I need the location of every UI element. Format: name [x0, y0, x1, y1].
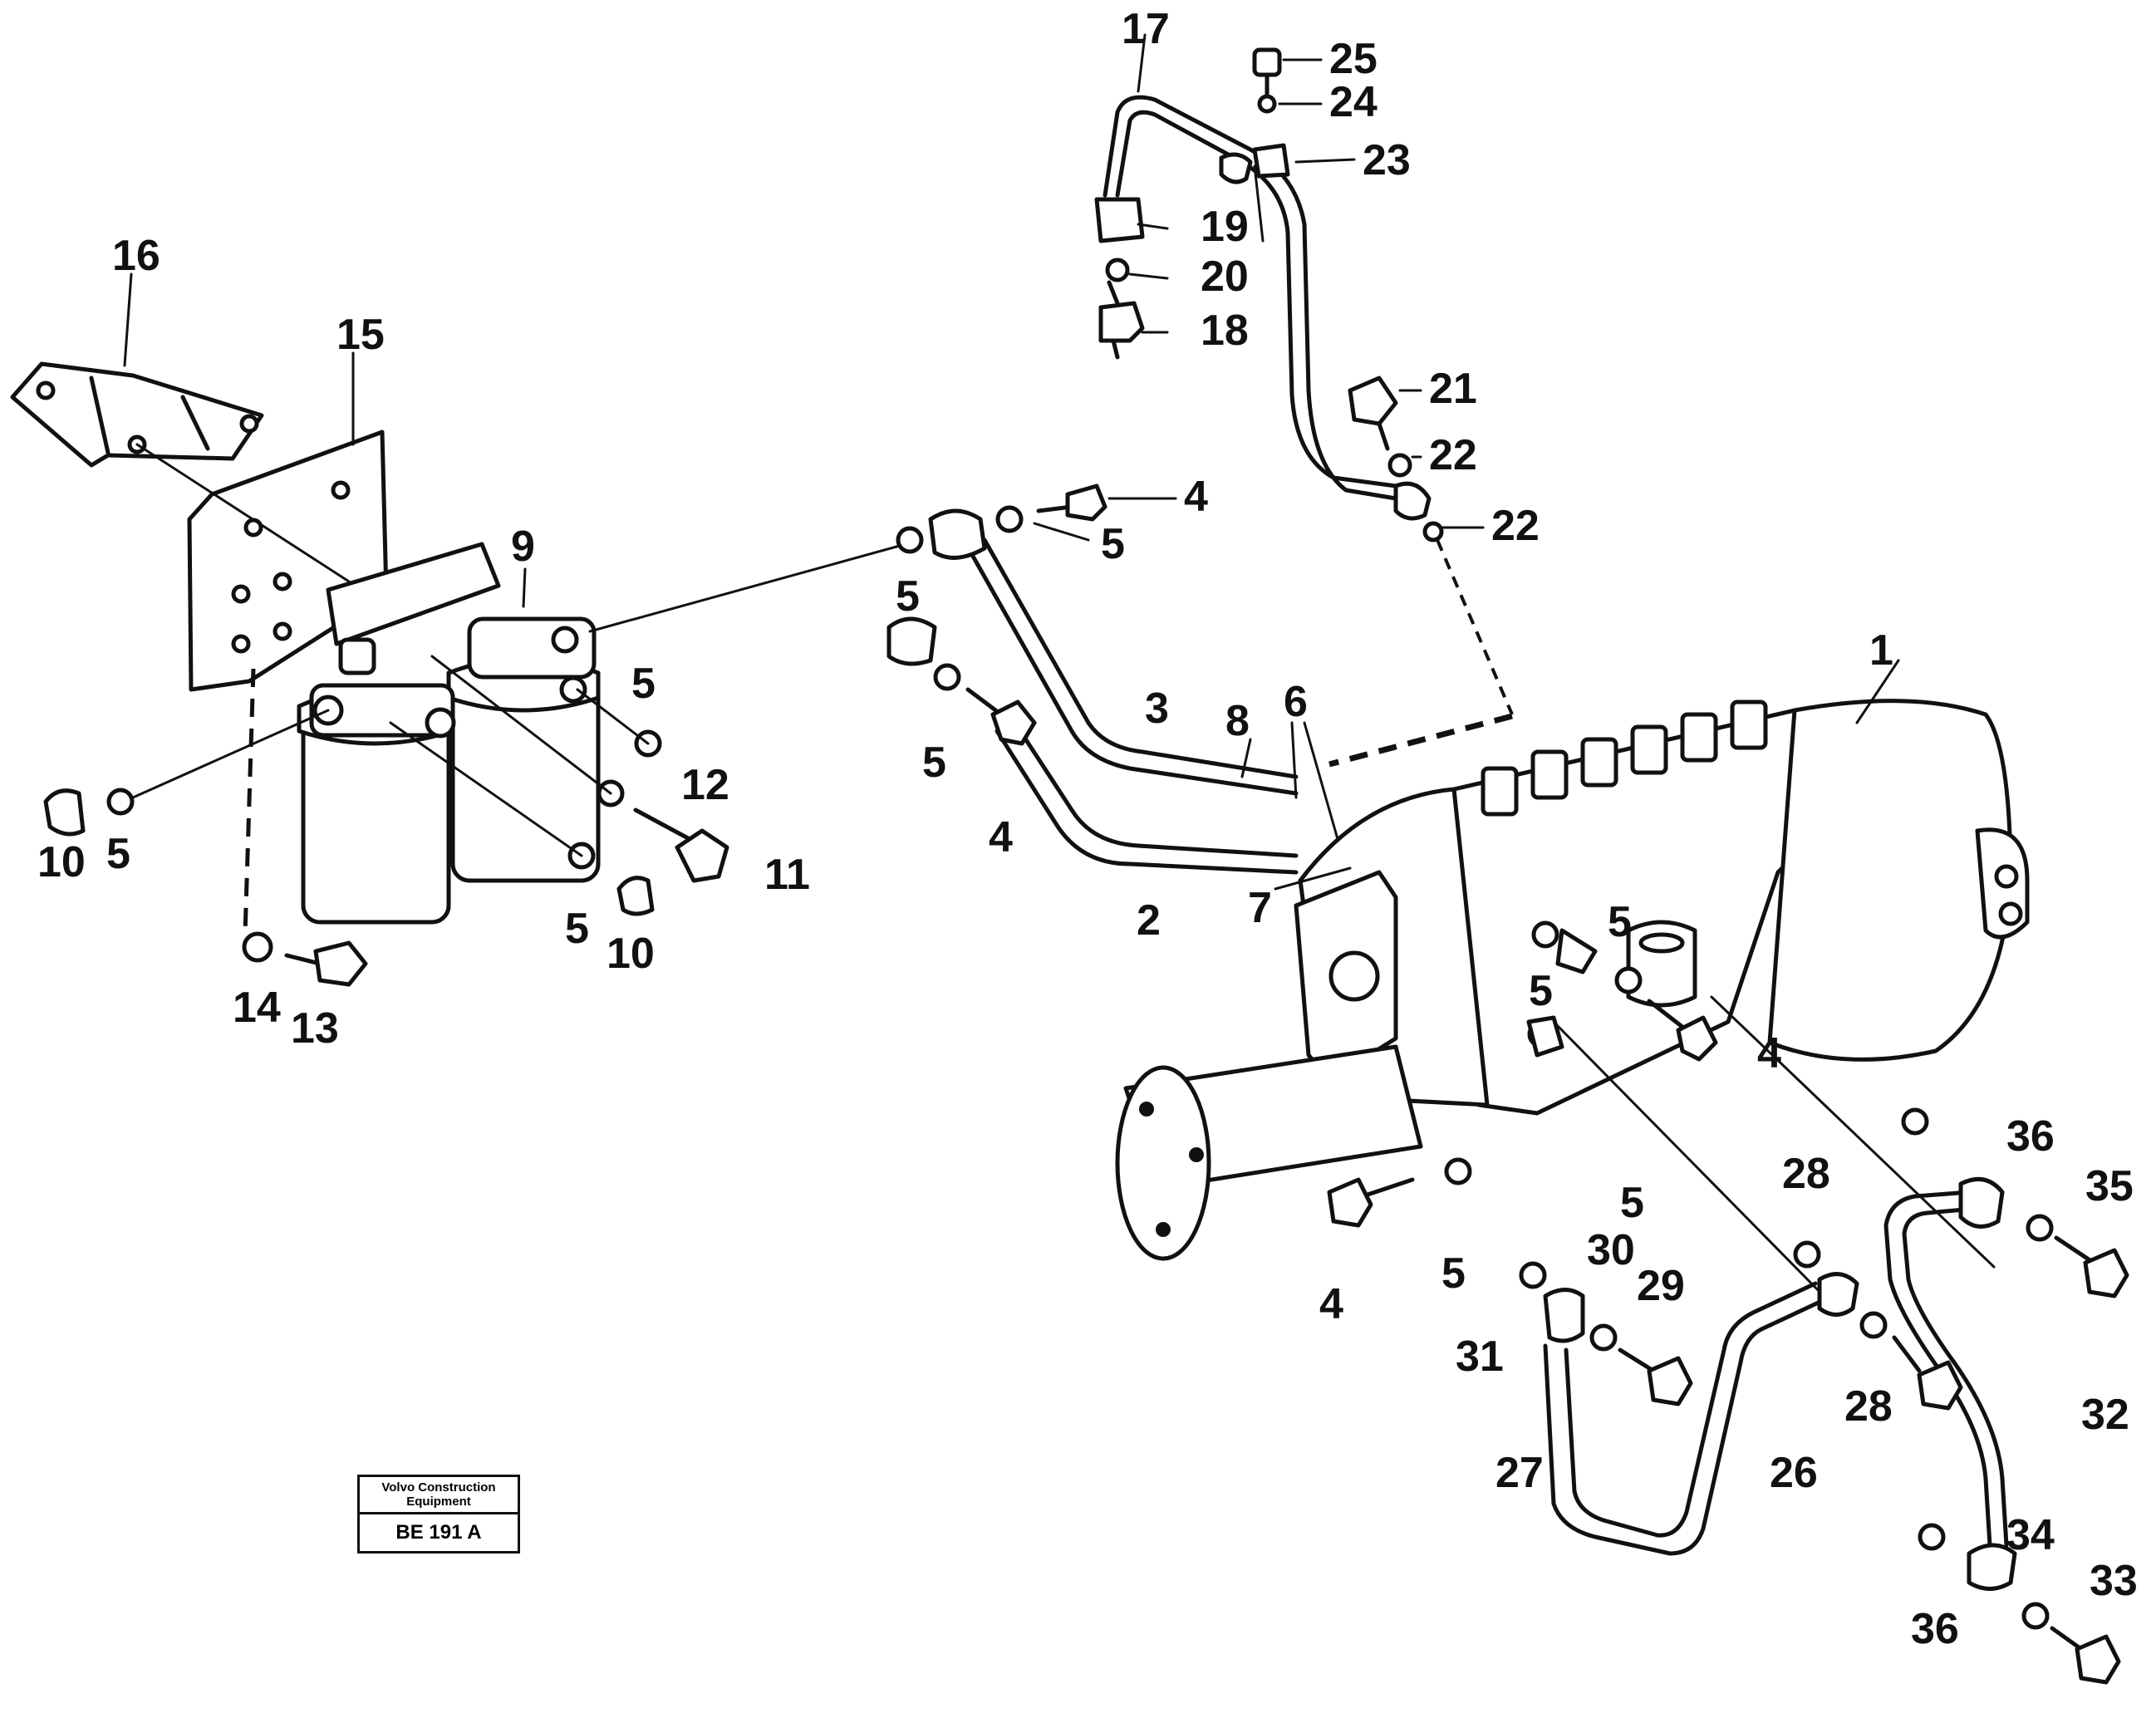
callout-3: 3: [1145, 685, 1169, 733]
callout-4: 4: [1757, 1029, 1781, 1077]
washer-5-filter: [576, 688, 662, 758]
stamp-company: Volvo Construction Equipment: [360, 1477, 518, 1514]
callout-29: 29: [1637, 1262, 1685, 1310]
callout-22: 22: [1429, 431, 1477, 479]
callout-21: 21: [1429, 365, 1477, 413]
callout-11: 11: [764, 851, 810, 899]
callout-28: 28: [1844, 1382, 1893, 1431]
pipe-3-and-2: [886, 483, 1299, 875]
banjo-bolt-21-washers-22: [1328, 376, 1514, 768]
callout-27: 27: [1495, 1449, 1544, 1497]
callout-5: 5: [1620, 1179, 1644, 1227]
callout-30: 30: [1587, 1226, 1635, 1274]
callout-5: 5: [631, 660, 656, 708]
callout-5: 5: [896, 572, 920, 621]
plug-10-left: [43, 709, 330, 837]
callout-4: 4: [1319, 1280, 1343, 1328]
overflow-pipe-17: [1094, 47, 1398, 501]
pipe-26: [1543, 1272, 1859, 1556]
callout-36: 36: [1911, 1605, 1959, 1653]
callout-23: 23: [1363, 136, 1411, 184]
title-stamp: Volvo Construction Equipment BE 191 A: [357, 1475, 520, 1554]
callout-5: 5: [1101, 520, 1125, 568]
callout-1: 1: [1869, 626, 1893, 675]
callout-33: 33: [2090, 1557, 2138, 1605]
callout-24: 24: [1329, 78, 1378, 126]
callout-20: 20: [1201, 253, 1249, 301]
callout-9: 9: [511, 523, 535, 571]
stamp-code: BE 191 A: [395, 1521, 482, 1544]
callout-26: 26: [1770, 1449, 1818, 1497]
callout-31: 31: [1456, 1333, 1504, 1381]
callout-19: 19: [1201, 203, 1249, 251]
injection-pump-1: [1115, 699, 2030, 1261]
leader-lines: [123, 33, 1900, 891]
delivery-valves: [1481, 699, 1768, 817]
callout-7: 7: [1248, 884, 1272, 932]
callout-5: 5: [106, 830, 130, 878]
callout-32: 32: [2081, 1391, 2129, 1439]
callout-18: 18: [1201, 307, 1249, 355]
callout-25: 25: [1329, 35, 1378, 83]
callout-10: 10: [607, 930, 655, 978]
callout-28: 28: [1782, 1150, 1830, 1198]
callout-10: 10: [37, 838, 86, 886]
small-parts-right: [1519, 1214, 2129, 1685]
washers-and-bolts-pump-right: [1526, 920, 1996, 1302]
callout-5: 5: [1441, 1249, 1466, 1298]
callout-5: 5: [922, 739, 946, 787]
pipe-32: [1883, 1176, 2017, 1591]
callout-2: 2: [1137, 896, 1161, 945]
callout-14: 14: [233, 984, 281, 1032]
callout-6: 6: [1284, 678, 1308, 726]
callout-4: 4: [1184, 473, 1208, 521]
callout-12: 12: [681, 761, 729, 809]
callout-labels: 1 2 3 4 4 4 4 5 5 5 5 5 5 5 5 5 5 5 6 7 …: [37, 5, 2138, 1653]
bottom-left-bolt-4: [1327, 1157, 1472, 1228]
callout-16: 16: [112, 232, 160, 280]
callout-17: 17: [1122, 5, 1170, 53]
callout-5: 5: [565, 905, 589, 953]
callout-8: 8: [1225, 697, 1250, 745]
fuel-filter-9: [297, 542, 601, 925]
plug-10-right: [389, 721, 655, 916]
callout-22: 22: [1491, 502, 1540, 550]
callout-36: 36: [2006, 1112, 2055, 1161]
callout-13: 13: [291, 1004, 339, 1053]
callout-15: 15: [336, 311, 385, 359]
callout-4: 4: [989, 813, 1013, 861]
callout-35: 35: [2085, 1162, 2134, 1210]
callout-5: 5: [1529, 967, 1553, 1015]
bracket-16: [10, 361, 264, 468]
washer-and-screw-12-11: [430, 655, 729, 883]
callout-34: 34: [2006, 1511, 2055, 1559]
screw-13-washer-14: [242, 668, 368, 987]
callout-5: 5: [1608, 898, 1632, 946]
